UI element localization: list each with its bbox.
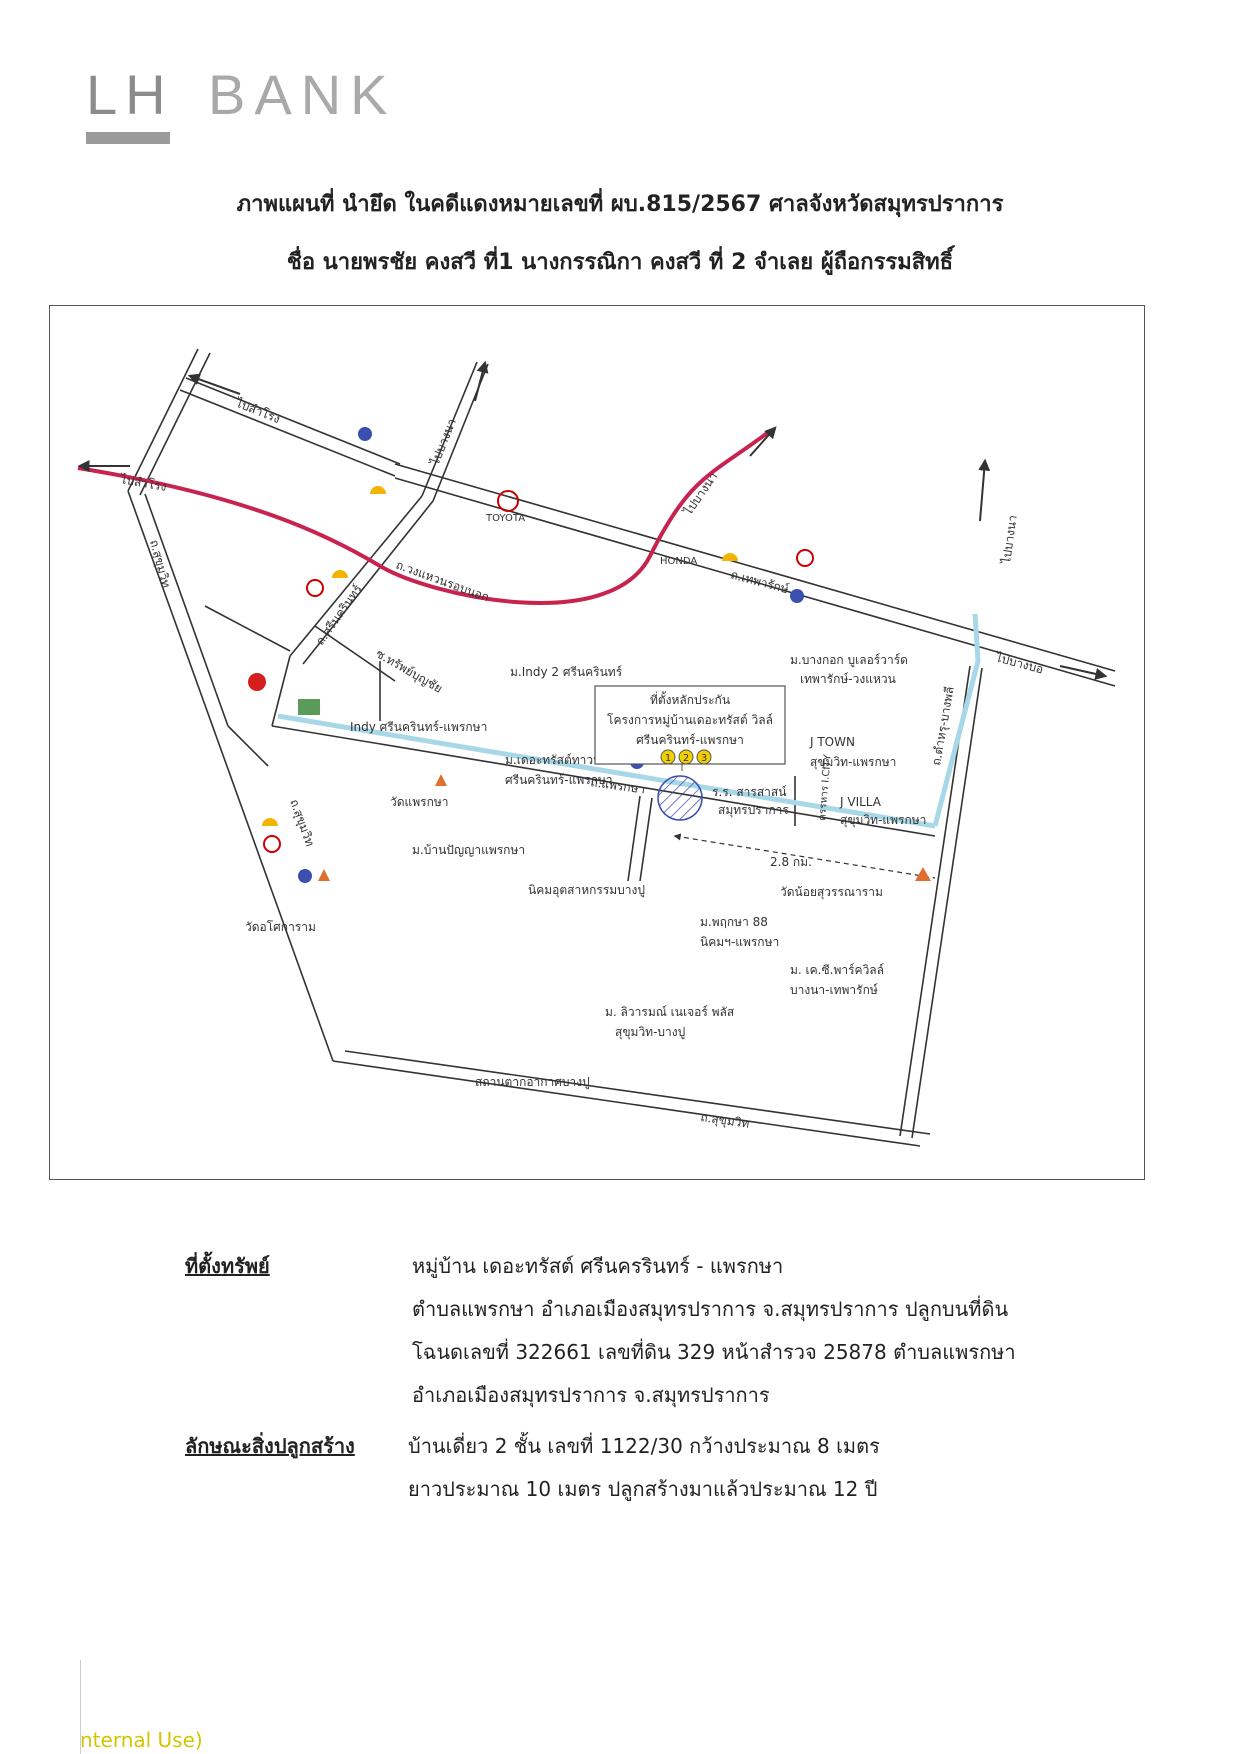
building-line: ยาวประมาณ 10 เมตร ปลูกสร้างมาแล้วประมาณ … xyxy=(408,1477,878,1501)
label-indy: Indy ศรีนครินทร์-แพรกษา xyxy=(350,720,487,734)
location-line: โฉนดเลขที่ 322661 เลขที่ดิน 329 หน้าสำรว… xyxy=(412,1340,1016,1364)
svg-text:3: 3 xyxy=(701,753,707,764)
label-wat-phraeksa: วัดแพรกษา xyxy=(390,795,449,809)
label-boulevard-2: เทพารักษ์-วงแหวน xyxy=(800,672,896,686)
svg-text:ที่ตั้งหลักประกัน: ที่ตั้งหลักประกัน xyxy=(650,691,730,707)
label-pruksa88-2: นิคมฯ-แพรกษา xyxy=(700,935,779,949)
label-bangpoo-airport: สถานตากอากาศบางปู xyxy=(475,1075,590,1090)
road-label-soi-sap: ซ.ทรัพย์บุญชัย xyxy=(373,646,445,696)
label-indy2: ม.Indy 2 ศรีนครินทร์ xyxy=(510,665,623,679)
location-line: อำเภอเมืองสมุทรปราการ จ.สมุทรปราการ xyxy=(412,1383,770,1407)
map-frame: ไปสำโรง ไปสำโรง ไปบางนา ไปบางนา ไปบางนา … xyxy=(49,305,1145,1180)
label-jtown-1: J TOWN xyxy=(809,735,855,749)
label-school-1: ร.ร. สารสาสน์ xyxy=(712,785,787,799)
collateral-marker xyxy=(657,775,703,821)
logo-bank: BANK xyxy=(208,63,397,126)
label-distance: 2.8 กม. xyxy=(770,855,812,869)
label-lavaran-2: สุขุมวิท-บางปู xyxy=(615,1025,685,1040)
label-kc-2: บางนา-เทพารักษ์ xyxy=(790,983,878,997)
road-label-to-bangna-top: ไปบางนา xyxy=(427,417,459,468)
road-label-to-bangbo: ไปบางบ่อ xyxy=(993,650,1045,676)
ring-road xyxy=(77,429,772,605)
svg-text:HONDA: HONDA xyxy=(660,556,697,567)
svg-text:2: 2 xyxy=(683,753,689,764)
svg-text:ศรีนครินทร์-แพรกษา: ศรีนครินทร์-แพรกษา xyxy=(636,733,744,747)
label-trust-town-2: ศรีนครินทร์-แพรกษา xyxy=(505,773,613,787)
svg-text:โครงการหมู่บ้านเดอะทรัสต์ วิลล: โครงการหมู่บ้านเดอะทรัสต์ วิลล์ xyxy=(607,713,773,728)
road-label-theparak: ถ.เทพารักษ์ xyxy=(729,567,790,596)
label-lavaran-1: ม. ลิวารมณ์ เนเจอร์ พลัส xyxy=(605,1005,735,1019)
label-kc-1: ม. เค.ซี.พาร์ควิลล์ xyxy=(790,963,884,977)
label-wat-ko: วัดอโศการาม xyxy=(245,920,316,934)
road-label-to-samrong-left: ไปสำโรง xyxy=(118,472,167,494)
temple-markers xyxy=(318,774,931,881)
road-label-sukhumvit-lower: ถ.สุขุมวิท xyxy=(286,797,317,848)
label-boulevard-1: ม.บางกอก บูเลอร์วาร์ด xyxy=(790,653,908,668)
label-school-2: สมุทรปราการ xyxy=(718,803,789,818)
collateral-callout: ที่ตั้งหลักประกัน โครงการหมู่บ้านเดอะทรั… xyxy=(594,685,786,771)
footer-internal-use: nternal Use) xyxy=(80,1728,203,1752)
footer-rule xyxy=(80,1660,81,1754)
logo-bar xyxy=(86,132,170,144)
canals xyxy=(277,613,981,829)
location-label: ที่ตั้งทรัพย์ xyxy=(185,1254,270,1278)
distance-line xyxy=(673,833,936,879)
building-details: บ้านเดี่ยว 2 ชั้น เลขที่ 1122/30 กว้างปร… xyxy=(408,1425,880,1511)
road-label-to-bangna-right: ไปบางนา xyxy=(999,514,1020,565)
label-bangpoo-estate: นิคมอุตสาหกรรมบางปู xyxy=(528,883,645,898)
label-jvilla-1: J VILLA xyxy=(839,795,882,809)
building-label: ลักษณะสิ่งปลูกสร้าง xyxy=(185,1434,355,1458)
label-pruksa88-1: ม.พฤกษา 88 xyxy=(700,915,768,929)
label-wat-noi: วัดน้อยสุวรรณาราม xyxy=(780,885,883,900)
svg-text:TOYOTA: TOYOTA xyxy=(485,513,525,524)
label-jtown-2: สุขุมวิท-แพรกษา xyxy=(810,755,896,770)
map-svg: ไปสำโรง ไปสำโรง ไปบางนา ไปบางนา ไปบางนา … xyxy=(77,348,1116,1147)
title-line-1: ภาพแผนที่ นำยึด ในคดีแดงหมายเลขที่ ผบ.81… xyxy=(236,192,1004,217)
direction-arrows xyxy=(77,360,1108,680)
road-label-srinakarin: ถ.ศรีนครินทร์ xyxy=(313,582,365,648)
location-line: ตำบลแพรกษา อำเภอเมืองสมุทรปราการ จ.สมุทร… xyxy=(412,1297,1009,1321)
road-label-sukhumvit-bottom: ถ.สุขุมวิท xyxy=(699,1110,750,1132)
svg-text:1: 1 xyxy=(665,753,671,764)
location-details: หมู่บ้าน เดอะทรัสต์ ศรีนครรินทร์ - แพรกษ… xyxy=(412,1245,1016,1417)
road-network xyxy=(127,348,1116,1147)
label-trust-town-1: ม.เดอะทรัสต์ทาวน์โฮม xyxy=(505,753,623,767)
label-baanpanya: ม.บ้านปัญญาแพรกษา xyxy=(412,843,525,857)
location-line: หมู่บ้าน เดอะทรัสต์ ศรีนครรินทร์ - แพรกษ… xyxy=(412,1254,784,1278)
label-jvilla-2: สุขุมวิท-แพรกษา xyxy=(840,813,926,828)
logo-lh: LH xyxy=(86,63,174,126)
building-line: บ้านเดี่ยว 2 ชั้น เลขที่ 1122/30 กว้างปร… xyxy=(408,1434,880,1458)
title-line-2: ชื่อ นายพรชัย คงสวี ที่1 นางกรรณิกา คงสว… xyxy=(286,250,954,275)
